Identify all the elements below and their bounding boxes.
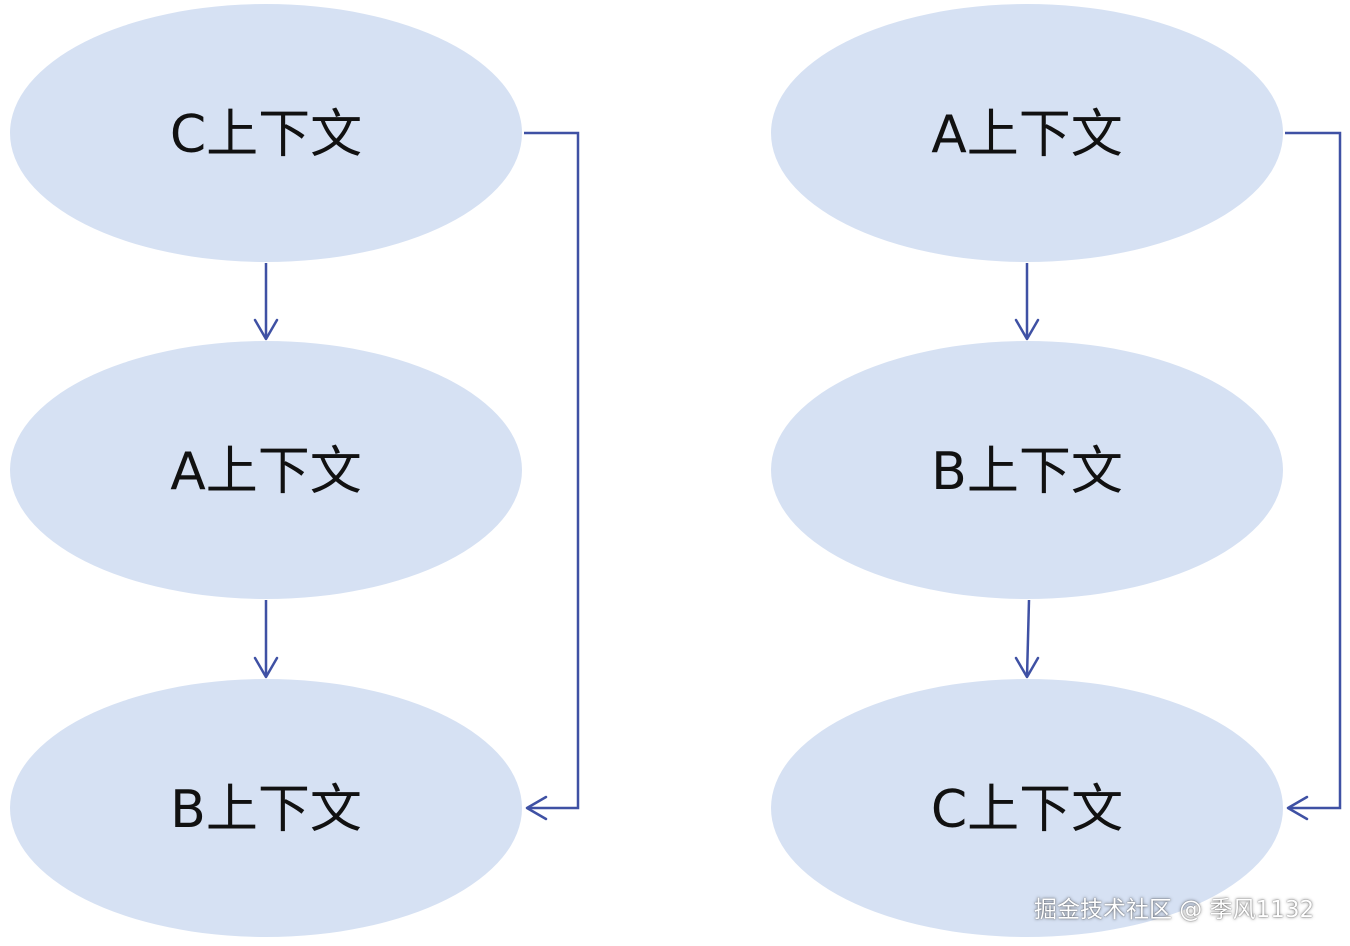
left-arrow-2-to-3	[253, 600, 279, 679]
right-stack: A上下文 B上下文 C上下文	[771, 4, 1342, 937]
right-node-3	[771, 679, 1283, 937]
right-node-1	[771, 4, 1283, 262]
left-stack: C上下文 A上下文 B上下文	[10, 4, 580, 937]
right-node-2	[771, 341, 1283, 599]
left-node-3-label: B上下文	[170, 780, 362, 840]
right-arrow-1-to-3-bypass	[1285, 131, 1342, 821]
left-node-3	[10, 679, 522, 937]
right-arrow-1-to-2	[1014, 263, 1040, 341]
left-node-2-label: A上下文	[170, 442, 362, 502]
right-arrow-2-to-3	[1014, 599, 1040, 679]
left-node-1-label: C上下文	[170, 105, 362, 165]
left-arrow-1-to-3-bypass	[524, 131, 580, 821]
watermark-text: 掘金技术社区 @ 季风1132	[1034, 897, 1315, 923]
left-node-1	[10, 4, 522, 262]
left-arrow-1-to-2	[253, 263, 279, 341]
left-node-2	[10, 341, 522, 599]
right-node-1-label: A上下文	[931, 105, 1123, 165]
right-node-2-label: B上下文	[931, 442, 1123, 502]
right-node-3-label: C上下文	[931, 780, 1123, 840]
